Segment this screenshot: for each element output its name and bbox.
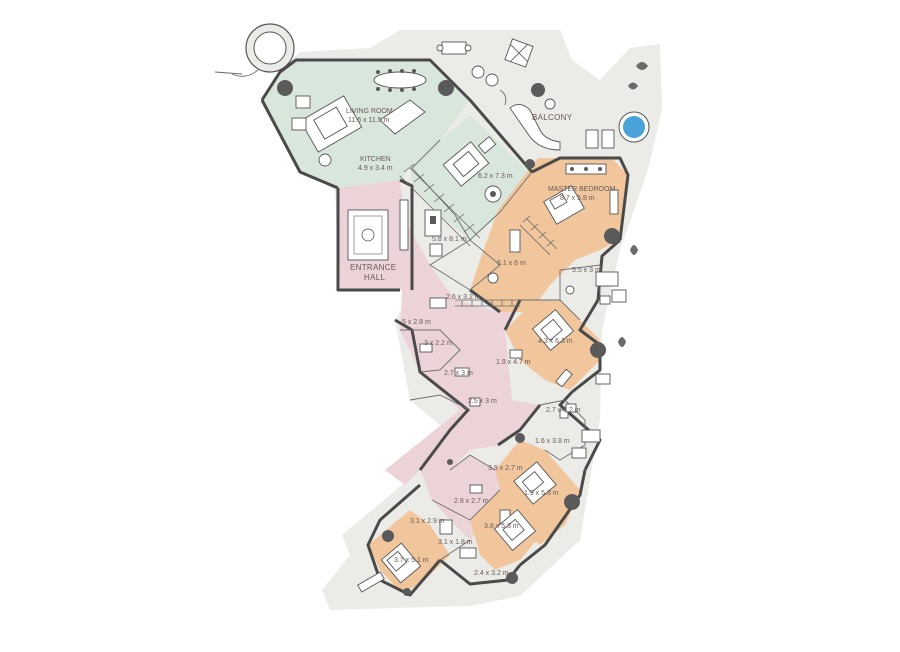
bathroom-fixtures [509,271,627,459]
room-size-1-6x3-8: 1.6 x 3.8 m [535,438,570,445]
room-size-2-6x3-2: 2.6 x 3.2 m [446,294,481,301]
living-room-zone [262,60,470,188]
dining-kitchen-size: 5.8 x 8.1 m [432,236,467,243]
balcony-label: BALCONY [532,113,573,122]
living-room-furniture [277,69,454,167]
entrance-hall-label-1: ENTRANCE [350,263,396,272]
room-size-2-7x5-2: 2.7 x 5.2 m [546,407,581,414]
room-size-3-9x2-7: 3.9 x 2.7 m [488,465,523,472]
room-size-2-4x3-2: 2.4 x 3.2 m [474,570,509,577]
family-room-furniture [442,136,502,203]
room-size-3-8x5-3: 3.8 x 5.3 m [484,523,519,530]
room-size-3-1x1-8: 3.1 x 1.8 m [438,539,473,546]
room-size-3x2-2: 3 x 2.2 m [424,340,453,347]
balcony-furniture [436,38,648,347]
living-room-size: 11.6 x 11.5 m [348,117,390,124]
room-size-1-9x5-3: 1.9 x 5.3 m [524,490,559,497]
kitchen-label: KITCHEN [360,156,391,163]
room-size-2-8x2-7: 2.8 x 2.7 m [454,498,489,505]
bedroom-5-furniture [357,530,422,596]
living-room-label: LIVING ROOM [346,108,393,115]
room-size-3-7x5-1: 3.7 x 5.1 m [394,557,429,564]
pool [618,111,650,143]
kitchen-size: 4.9 x 3.4 m [358,165,393,172]
room-size-5-5x3: 5.5 x 3 m [572,267,601,274]
room-size-6-1x6: 6.1 x 6 m [497,260,526,267]
family-room-size: 6.2 x 7.3 m [478,173,513,180]
lower-fixtures [419,297,483,559]
master-bedroom-zone [470,158,628,312]
master-bedroom-furniture [487,159,620,284]
entrance-rug [347,209,389,261]
lower-corridor-zone [420,455,520,540]
master-bedroom-size: 8.7 x 5.8 m [560,195,595,202]
entrance-hall-label-2: HALL [364,273,385,282]
room-size-2-5x3: 2.5 x 3 m [468,398,497,405]
master-bedroom-label: MASTER BEDROOM [548,186,615,193]
bedroom-2-furniture [531,308,611,388]
kitchen-furniture [399,199,443,257]
room-size-4-3x6-3: 4.3 x 6.3 m [538,338,573,345]
turret [214,23,295,77]
room-size-2-7x3: 2.7 x 3 m [444,370,473,377]
room-size-3-1x2-9: 3.1 x 2.9 m [410,518,445,525]
room-size-1-9x4-7: 1.9 x 4.7 m [496,359,531,366]
bedroom-4-furniture [493,508,537,584]
room-size-5x2-8: 5 x 2.8 m [402,319,431,326]
circulation-zone [338,180,540,485]
